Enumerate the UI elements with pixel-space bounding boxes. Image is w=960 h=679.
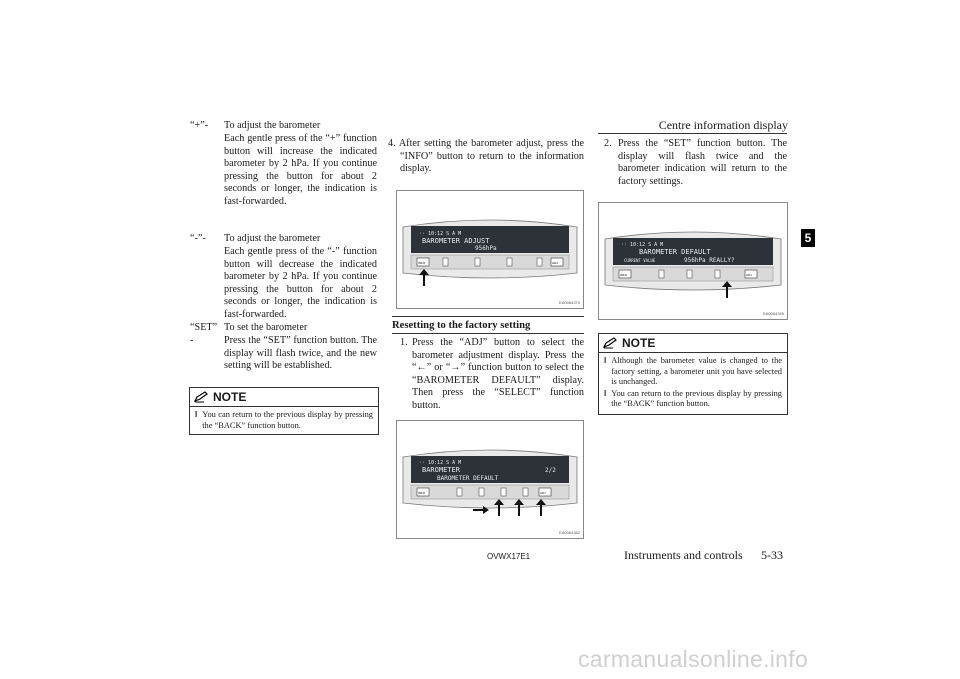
arrow-up-icon <box>536 499 546 516</box>
set-title: To set the barometer <box>224 322 308 333</box>
note-text: You can return to the previous display b… <box>202 410 373 430</box>
note-label: NOTE <box>622 336 656 350</box>
plus-body: Each gentle press of the “+” function bu… <box>224 133 377 207</box>
figure-barometer-adjust: ·· 10:12 S A M BAROMETER ADJUST 956hPa I… <box>396 190 584 309</box>
step-4: 4. After setting the barometer adjust, p… <box>388 138 584 175</box>
watermark: carmanualsonline.info <box>578 646 809 672</box>
adj-button-label: ADJ <box>746 273 752 277</box>
arrow-up-icon <box>494 499 504 516</box>
plus-title: To adjust the barometer <box>224 120 321 131</box>
minus-body: Each gentle press of the “-” function bu… <box>224 246 377 320</box>
note-item: l You can return to the previous display… <box>599 389 787 410</box>
figure-code: EA0064370 <box>559 300 580 305</box>
bullet-icon: l <box>195 410 198 419</box>
svg-text:·· 10:12 S A M: ·· 10:12 S A M <box>621 242 663 248</box>
lcd-line-2: 956hPa <box>475 245 497 252</box>
lcd-line-2: BAROMETER DEFAULT <box>437 475 499 482</box>
display-illustration: ·· 10:12 S A M BAROMETER 2/2 BAROMETER D… <box>402 449 578 516</box>
info-button-label: INFO <box>620 273 628 277</box>
figure-barometer-default-confirm: ·· 10:12 S A M BAROMETER DEFAULT CURRENT… <box>598 202 788 320</box>
lcd-line-1: BAROMETER DEFAULT <box>639 248 711 256</box>
lcd-page: 2/2 <box>545 467 556 474</box>
note-item: l You can return to the previous display… <box>190 410 378 431</box>
pencil-icon <box>194 391 208 403</box>
page-number: 5-33 <box>761 548 783 562</box>
display-illustration: ·· 10:12 S A M BAROMETER DEFAULT CURRENT… <box>604 231 782 298</box>
lcd-line-2: 956hPa REALLY? <box>684 257 735 264</box>
note-label: NOTE <box>213 390 247 404</box>
pencil-icon <box>603 337 617 349</box>
lcd-line-1: BAROMETER <box>422 466 461 474</box>
bullet-icon: l <box>604 388 607 398</box>
arrow-up-icon <box>514 499 524 516</box>
note-box-1: NOTE l You can return to the previous di… <box>189 387 379 435</box>
section-rule-bottom <box>392 333 584 334</box>
step-1: Press the “ADJ” button to select the bar… <box>412 337 584 411</box>
info-button-label: INFO <box>418 491 426 495</box>
note-header: NOTE <box>599 334 787 353</box>
bullet-icon: l <box>604 356 607 365</box>
chapter-tab: 5 <box>801 229 815 247</box>
running-header-title: Centre information display <box>658 118 788 132</box>
term-set: “SET” <box>190 322 218 333</box>
step-2: Press the “SET” function button. The dis… <box>618 138 787 187</box>
set-body: Press the “SET” function button. The dis… <box>224 335 377 372</box>
section-rule-top <box>392 316 584 317</box>
term-minus: “-”- <box>190 233 206 244</box>
note-box-2: NOTE l Although the barometer value is c… <box>598 333 788 415</box>
term-set-dash: - <box>190 335 194 346</box>
note-text: You can return to the previous display b… <box>611 388 782 409</box>
figure-barometer-default-select: ·· 10:12 S A M BAROMETER 2/2 BAROMETER D… <box>396 420 584 539</box>
section-title: Resetting to the factory setting <box>392 320 531 331</box>
step-2-number: 2. <box>604 138 612 149</box>
arrow-up-icon <box>722 281 732 298</box>
footer-doc-code: OVWX17E1 <box>487 552 531 561</box>
info-button-label: INFO <box>418 261 426 265</box>
header-rule <box>598 133 787 134</box>
note-text: Although the barometer value is changed … <box>611 356 782 386</box>
lcd-line-1: BAROMETER ADJUST <box>422 237 490 245</box>
lcd-current-value: CURRENT VALUE <box>624 258 656 263</box>
arrow-up-icon <box>419 269 429 286</box>
figure-code: EA0064395 <box>763 311 784 316</box>
note-item: l Although the barometer value is change… <box>599 356 787 388</box>
display-illustration: ·· 10:12 S A M BAROMETER ADJUST 956hPa I… <box>402 219 578 286</box>
footer-section-title: Instruments and controls <box>624 548 743 562</box>
arrow-right-icon <box>473 506 489 514</box>
adj-button-label: ADJ <box>552 261 558 265</box>
minus-title: To adjust the barometer <box>224 233 321 244</box>
term-plus: “+”- <box>190 120 209 131</box>
svg-text:·· 10:12 S A M: ·· 10:12 S A M <box>419 460 461 466</box>
step-1-number: 1. <box>400 337 408 348</box>
note-header: NOTE <box>190 388 378 407</box>
adj-button-label: ADJ <box>540 491 546 495</box>
svg-text:·· 10:12 S A M: ·· 10:12 S A M <box>419 231 461 237</box>
figure-code: EA0064382 <box>559 530 580 535</box>
